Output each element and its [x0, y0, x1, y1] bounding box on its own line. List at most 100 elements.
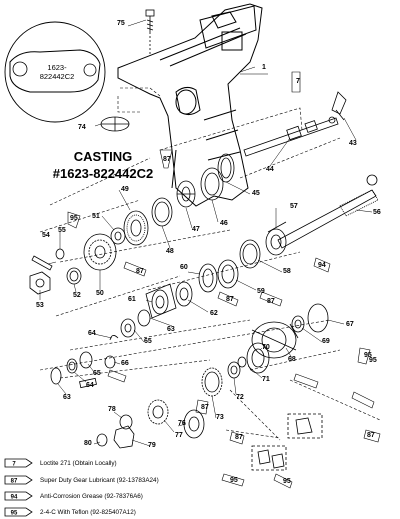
thrust-hub-77 — [147, 399, 169, 425]
casting-inset-detail — [4, 21, 106, 123]
callout-label: 63 — [63, 394, 71, 401]
callout-label: 61 — [128, 296, 136, 303]
washer-65-lower — [79, 351, 93, 369]
callout-label: 94 — [318, 262, 326, 269]
callout-label: 71 — [262, 376, 270, 383]
nut-79 — [113, 425, 135, 449]
washer-63-lower — [50, 367, 62, 385]
callout-label: 54 — [42, 232, 50, 239]
callout-label: 74 — [78, 124, 86, 131]
callout-label: 67 — [346, 321, 354, 328]
o-ring-67 — [307, 303, 329, 333]
gear-housing-casting — [117, 3, 268, 207]
callout-label: 46 — [220, 220, 228, 227]
callout-label: 87 — [136, 268, 144, 275]
nut-53 — [29, 271, 51, 295]
lube-tube-icon: 95 — [4, 507, 33, 517]
race-59 — [217, 259, 239, 289]
race-60 — [198, 263, 218, 293]
bearing-47 — [176, 180, 196, 208]
casting-inset-label: 1623- 822442C2 — [32, 63, 82, 81]
drive-gear-50 — [83, 233, 117, 271]
legend-text: Anti-Corrosion Grease (92-78376A6) — [40, 493, 143, 500]
callout-label: 87 — [367, 432, 375, 439]
dashed-leaders — [39, 87, 381, 441]
callout-label: 1 — [262, 64, 266, 71]
legend-text: Loctite 271 (Obtain Locally) — [40, 460, 117, 467]
callout-label: 65 — [93, 370, 101, 377]
callout-label: 80 — [84, 440, 92, 447]
callout-label: 68 — [288, 356, 296, 363]
lube-tube-icon: 7 — [4, 458, 33, 468]
lube-tube-icons — [67, 71, 381, 489]
propeller-shaft-56 — [277, 174, 379, 249]
callout-label: 72 — [236, 394, 244, 401]
callout-label: 50 — [96, 290, 104, 297]
legend-text: Super Duty Gear Lubricant (92-13783A24) — [40, 477, 159, 484]
callout-label: 76 — [178, 420, 186, 427]
screw-43 — [331, 91, 347, 121]
callout-label: 69 — [322, 338, 330, 345]
callout-label: 95 — [283, 478, 291, 485]
pin-54 — [31, 255, 53, 271]
callout-label: 47 — [192, 226, 200, 233]
callout-leaders — [39, 19, 373, 447]
spring-66 — [104, 355, 116, 369]
callout-label: 87 — [235, 434, 243, 441]
washer-71 — [237, 356, 247, 368]
callout-label: 45 — [252, 190, 260, 197]
callout-label: 55 — [58, 227, 66, 234]
washer-48 — [151, 197, 173, 227]
bolt-75 — [145, 9, 155, 56]
callout-label: 73 — [216, 414, 224, 421]
ring-73 — [201, 367, 223, 397]
callout-label: 56 — [373, 209, 381, 216]
legend-code: 87 — [11, 479, 18, 485]
casting-title-line-2: #1623-822442C2 — [52, 166, 154, 181]
callout-label: 60 — [180, 264, 188, 271]
callout-label: 64 — [86, 382, 94, 389]
callout-label: 87 — [201, 404, 209, 411]
callout-label: 75 — [117, 20, 125, 27]
casting-title-line-1: CASTING — [73, 149, 133, 164]
callout-label: 51 — [92, 213, 100, 220]
callout-label: 79 — [148, 442, 156, 449]
callout-label: 70 — [262, 344, 270, 351]
bearing-carrier-68 — [251, 321, 299, 359]
callout-label: 52 — [73, 292, 81, 299]
callout-label: 59 — [257, 288, 265, 295]
nut-80 — [96, 433, 108, 447]
callout-label: 7 — [296, 78, 300, 85]
retainer-64-upper — [109, 335, 119, 341]
callout-label: 95 — [230, 477, 238, 484]
callout-label: 87 — [163, 156, 171, 163]
bearing-race-46 — [200, 167, 224, 201]
callout-label: 95 — [364, 352, 372, 359]
callout-label: 64 — [88, 330, 96, 337]
callout-label: 95 — [70, 215, 78, 222]
callout-label: 77 — [175, 432, 183, 439]
washer-64-lower — [66, 358, 78, 374]
tab-washer-78 — [119, 414, 133, 430]
lube-tube-icon: 87 — [4, 475, 33, 485]
callout-label: 48 — [166, 248, 174, 255]
callout-label: 58 — [283, 268, 291, 275]
callout-label: 87 — [267, 298, 275, 305]
pin-bar — [79, 377, 97, 389]
washer-63-upper — [137, 309, 151, 327]
reverse-gear-76 — [183, 409, 205, 439]
callout-label: 53 — [36, 302, 44, 309]
callout-label: 49 — [121, 186, 129, 193]
callout-label: 62 — [210, 310, 218, 317]
callout-label: 44 — [266, 166, 274, 173]
lube-tube-icon: 94 — [4, 491, 33, 501]
callout-label: 57 — [290, 203, 298, 210]
legend-code: 7 — [12, 462, 16, 468]
nut-55 — [55, 248, 65, 260]
bearing-cup-45 — [217, 153, 235, 183]
pinion-gear-57 — [265, 221, 287, 256]
callout-label: 65 — [144, 338, 152, 345]
thrust-bearing-49 — [123, 210, 149, 246]
washer-52 — [66, 267, 82, 285]
